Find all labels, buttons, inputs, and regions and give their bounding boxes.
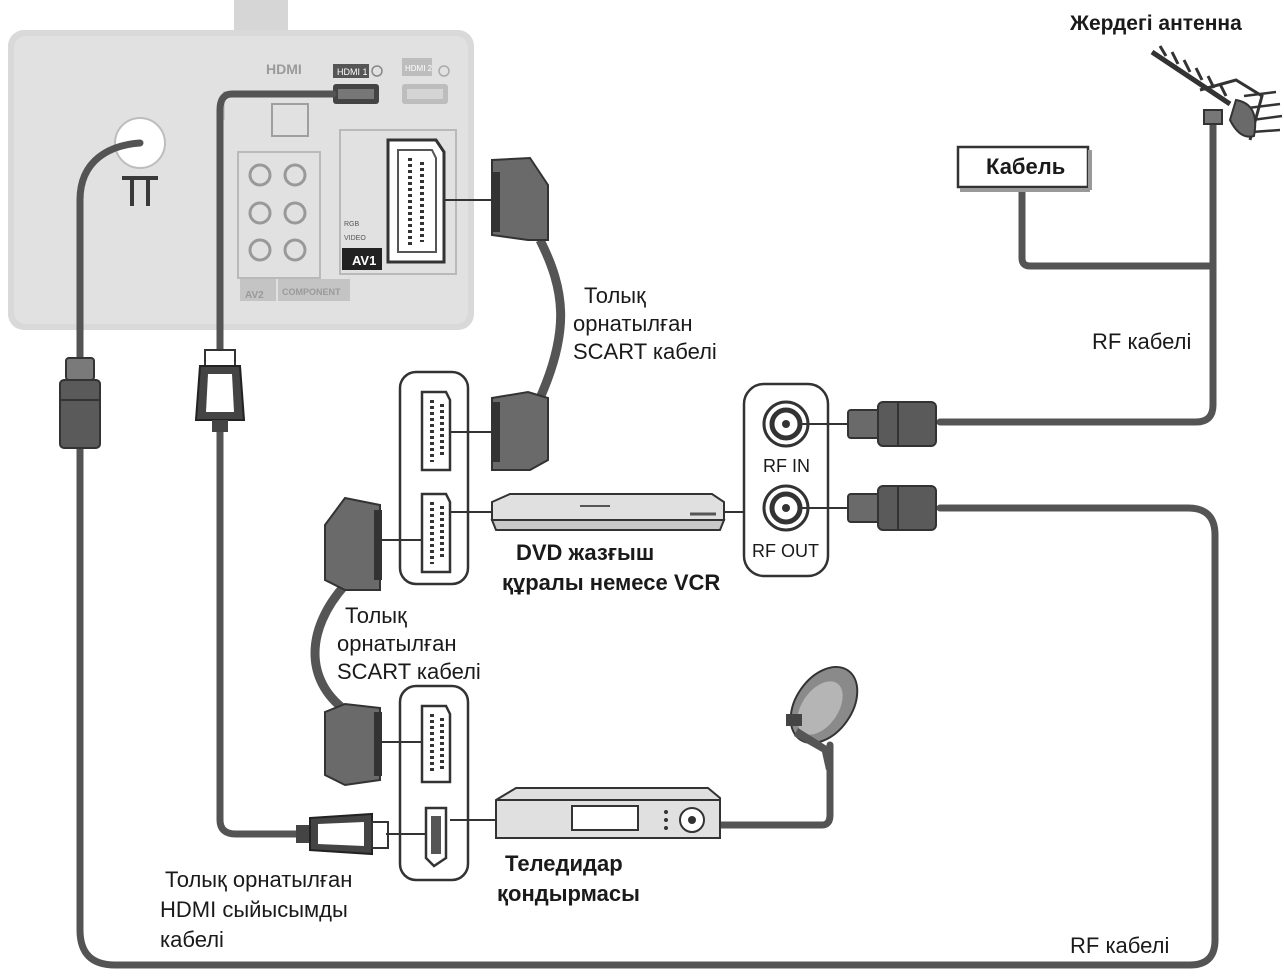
hdmi-plug-tv: [194, 349, 246, 432]
hdmi-cable-line-2: HDMI сыйысымды: [160, 897, 348, 922]
component-label: COMPONENT: [282, 287, 341, 297]
hdmi-logo: HDMI: [266, 61, 302, 77]
dvd-recorder: [490, 493, 750, 531]
rf-out-label: RF OUT: [752, 541, 819, 561]
dvd-back-panel: [382, 370, 492, 586]
hdmi2-label: HDMI 2: [405, 64, 433, 73]
scart-top-line-2: орнатылған: [573, 311, 693, 336]
rgb-label: RGB: [344, 221, 360, 228]
scart-cable-middle: [310, 496, 382, 787]
scart-mid-line-3: SCART кабелі: [337, 659, 481, 684]
tv-hdmi-area: HDMI HDMI 1 HDMI 2: [223, 58, 450, 137]
settop-line-2: қондырмасы: [497, 881, 640, 906]
rf-cable-bottom: [76, 441, 1219, 969]
av1-label: AV1: [352, 253, 376, 268]
rf-plug-tv: [59, 357, 101, 449]
rf-panel: [742, 382, 850, 578]
tv-av1-scart: RGB VIDEO AV1: [339, 129, 457, 275]
rf-cable-top: [936, 176, 1217, 426]
dvd-line-1: DVD жазғыш: [516, 540, 655, 565]
cable-line: [1018, 181, 1217, 270]
antenna-label: Жердегі антенна: [1070, 12, 1242, 35]
cable-box: [956, 145, 1092, 192]
hdmi-cable-line-3: кабелі: [160, 927, 224, 952]
rf-in-label: RF IN: [763, 456, 810, 476]
scart-mid-line-2: орнатылған: [337, 631, 457, 656]
hdmi1-label: HDMI 1: [337, 67, 368, 77]
dvd-line-2: құралы немесе VCR: [502, 570, 721, 595]
satellite-dish-icon: [786, 666, 859, 770]
hdmi-cable: [216, 90, 337, 354]
settop-box: [495, 787, 721, 839]
scart-mid-line-1: Толық: [345, 603, 407, 628]
rf-cable-to-tv: [76, 139, 144, 369]
satellite-cable: [716, 741, 834, 829]
video-label: VIDEO: [344, 235, 366, 242]
rf-cable-top-label: RF кабелі: [1092, 329, 1192, 354]
tv-av2-component: AV2 COMPONENT: [237, 151, 350, 301]
scart-top-line-1: Толық: [584, 283, 646, 308]
rf-plug-out: [847, 485, 937, 531]
rf-plug-in: [847, 401, 937, 447]
hdmi-plug-settop: [296, 812, 389, 856]
av2-label: AV2: [245, 290, 264, 301]
terrestrial-antenna-icon: [1150, 45, 1283, 180]
scart-cable-top: [491, 156, 566, 471]
rf-cable-bottom-label: RF кабелі: [1070, 933, 1170, 958]
scart-top-line-3: SCART кабелі: [573, 339, 717, 364]
cables: [76, 90, 1219, 969]
settop-back-panel: [382, 684, 496, 882]
hdmi-cable-line-1: Толық орнатылған: [165, 867, 353, 892]
settop-line-1: Теледидар: [505, 851, 623, 876]
cable-label: Кабель: [986, 154, 1066, 179]
